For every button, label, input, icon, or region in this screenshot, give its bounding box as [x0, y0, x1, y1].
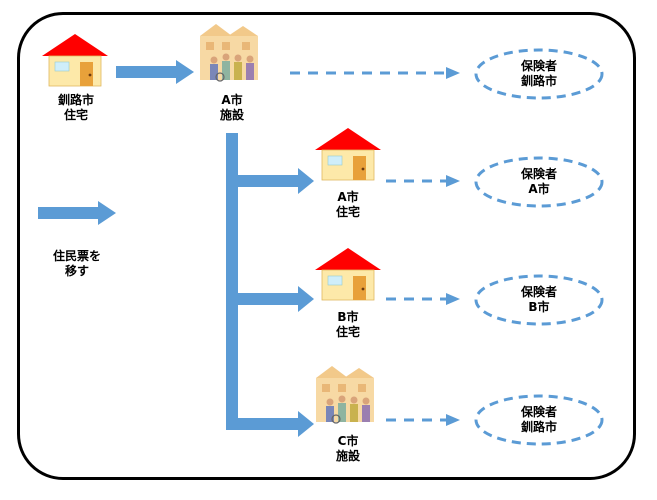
dashed-arrow-origin [290, 67, 460, 79]
legend-line1: 住民票を [52, 249, 102, 263]
legend-label: 住民票を 移す [53, 249, 101, 279]
dashed-arrow-b [386, 293, 460, 305]
house-icon [314, 127, 382, 181]
origin-facility-line1: A市 [221, 93, 243, 107]
branch-a-place-line2: 住宅 [335, 205, 361, 219]
branch-a-place-line1: A市 [337, 190, 359, 204]
branch-a-place-label: A市 住宅 [336, 190, 360, 220]
origin-home-line1: 釧路市 [57, 93, 95, 107]
branch-a-insurer-text: 保険者 A市 [521, 167, 557, 197]
facility-icon [315, 365, 375, 424]
branch-b-insurer-line2: B市 [528, 300, 550, 314]
branch-c-insurer-line2: 釧路市 [520, 420, 558, 434]
house-icon [314, 247, 382, 301]
insurer-ellipse-b [474, 274, 604, 326]
branch-c-insurer-line1: 保険者 [520, 405, 558, 419]
branch-b-insurer-line1: 保険者 [520, 285, 558, 299]
legend-line2: 移す [64, 264, 90, 278]
branch-b-place-line2: 住宅 [335, 325, 361, 339]
branch-b-insurer-text: 保険者 B市 [521, 285, 557, 315]
branch-c-place-label: C市 施設 [336, 434, 360, 464]
origin-facility-label: A市 施設 [220, 93, 244, 123]
origin-facility-line2: 施設 [219, 108, 245, 122]
facility-icon [199, 23, 259, 82]
origin-insurer-line2: 釧路市 [520, 74, 558, 88]
origin-insurer-line1: 保険者 [520, 59, 558, 73]
origin-insurer-text: 保険者 釧路市 [521, 59, 557, 89]
branch-a-insurer-line1: 保険者 [520, 167, 558, 181]
insurer-ellipse-a [474, 156, 604, 208]
insurer-ellipse-origin [474, 48, 604, 100]
trunk-line [226, 133, 238, 430]
dashed-arrow-a [386, 175, 460, 187]
branch-c-insurer-text: 保険者 釧路市 [521, 405, 557, 435]
arrow-branch-c [232, 411, 314, 437]
legend-arrow [38, 201, 116, 225]
arrow-home-to-facility [116, 60, 194, 84]
branch-b-place-label: B市 住宅 [336, 310, 360, 340]
diagram-frame [17, 12, 636, 480]
branch-c-place-line1: C市 [337, 434, 359, 448]
origin-home-label: 釧路市 住宅 [58, 93, 94, 123]
branch-a-insurer-line2: A市 [528, 182, 550, 196]
dashed-arrow-c [386, 414, 460, 426]
branch-b-place-line1: B市 [337, 310, 359, 324]
origin-home-line2: 住宅 [63, 108, 89, 122]
arrow-branch-a [232, 168, 314, 194]
insurer-ellipse-c [474, 394, 604, 446]
house-icon [41, 33, 109, 87]
arrow-branch-b [232, 286, 314, 312]
branch-c-place-line2: 施設 [335, 449, 361, 463]
